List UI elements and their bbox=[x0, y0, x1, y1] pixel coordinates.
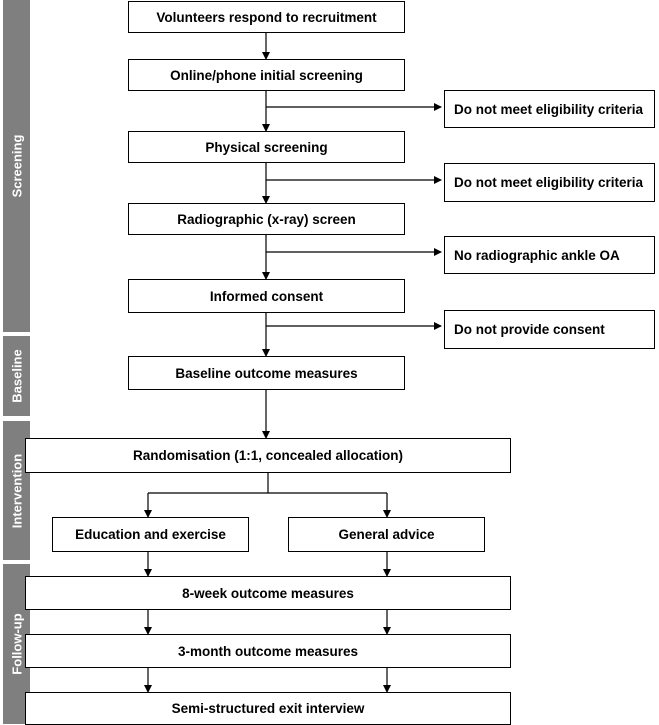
step-3-month-measures: 3-month outcome measures bbox=[25, 634, 511, 668]
step-recruitment: Volunteers respond to recruitment bbox=[128, 1, 405, 33]
exclusion-physical: Do not meet eligibility criteria bbox=[444, 163, 655, 202]
exclusion-physical-text: Do not meet eligibility criteria bbox=[454, 175, 644, 190]
arm-general-advice-text: General advice bbox=[338, 527, 435, 542]
arm-general-advice: General advice bbox=[288, 517, 485, 552]
step-randomisation: Randomisation (1:1, concealed allocation… bbox=[25, 438, 511, 473]
step-initial-screening: Online/phone initial screening bbox=[128, 59, 405, 91]
exclusion-initial: Do not meet eligibility criteria bbox=[444, 90, 655, 128]
step-physical-screening-text: Physical screening bbox=[205, 139, 328, 155]
phase-screening: Screening bbox=[3, 0, 30, 332]
step-8-week-measures: 8-week outcome measures bbox=[25, 576, 511, 610]
exclusion-consent-text: Do not provide consent bbox=[454, 322, 605, 337]
step-exit-interview: Semi-structured exit interview bbox=[25, 692, 511, 725]
step-3-month-measures-text: 3-month outcome measures bbox=[177, 643, 359, 659]
exclusion-radiographic: No radiographic ankle OA bbox=[444, 236, 655, 274]
step-physical-screening: Physical screening bbox=[128, 131, 405, 163]
step-exit-interview-text: Semi-structured exit interview bbox=[171, 701, 365, 716]
step-recruitment-text: Volunteers respond to recruitment bbox=[156, 9, 377, 25]
step-baseline-measures: Baseline outcome measures bbox=[128, 356, 405, 390]
exclusion-radiographic-text: No radiographic ankle OA bbox=[454, 247, 620, 263]
arm-education-exercise: Education and exercise bbox=[52, 517, 249, 552]
arm-education-exercise-text: Education and exercise bbox=[75, 527, 226, 542]
exclusion-initial-text: Do not meet eligibility criteria bbox=[454, 101, 644, 117]
step-initial-screening-text: Online/phone initial screening bbox=[170, 67, 363, 83]
step-8-week-measures-text: 8-week outcome measures bbox=[182, 585, 354, 601]
step-baseline-measures-text: Baseline outcome measures bbox=[175, 365, 358, 381]
step-informed-consent: Informed consent bbox=[128, 279, 405, 313]
exclusion-consent: Do not provide consent bbox=[444, 310, 655, 349]
step-randomisation-text: Randomisation (1:1, concealed allocation… bbox=[132, 448, 404, 463]
step-radiographic-screen: Radiographic (x-ray) screen bbox=[128, 203, 405, 235]
step-informed-consent-text: Informed consent bbox=[209, 288, 324, 304]
step-radiographic-screen-text: Radiographic (x-ray) screen bbox=[177, 211, 356, 227]
phase-baseline: Baseline bbox=[3, 336, 30, 416]
